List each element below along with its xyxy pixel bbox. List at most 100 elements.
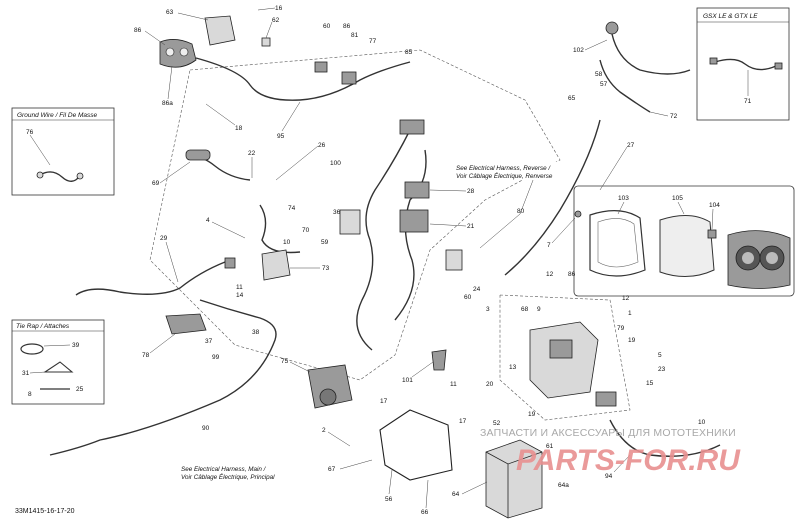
module-78 (165, 313, 207, 335)
callout-23: 23 (658, 366, 666, 373)
callout-24: 24 (473, 286, 481, 293)
callout-86-b: 86 (343, 23, 351, 30)
callout-31: 31 (22, 370, 30, 377)
bracket-assembly: 12 86 9 12 1 68 3 79 19 5 23 15 13 19 20… (450, 271, 666, 427)
callout-81: 81 (351, 32, 359, 39)
callout-2: 2 (322, 427, 326, 434)
callout-64a: 64a (558, 482, 569, 489)
callout-4: 4 (206, 217, 210, 224)
module-box: 64 61 64a 10 94 (452, 419, 721, 519)
note-main-line1: See Electrical Harness, Main / (181, 466, 267, 473)
actuator-15 (595, 391, 617, 407)
callout-59: 59 (321, 239, 329, 246)
note-reverse-line2: Voir Câblage Électrique, Renverse (456, 171, 553, 180)
callout-25: 25 (76, 386, 84, 393)
harness-connector-top (399, 119, 425, 135)
inset-model: GSX LE & GTX LE 71 (696, 7, 790, 121)
callout-62: 62 (272, 17, 280, 24)
callout-10-b: 10 (698, 419, 706, 426)
inset-model-title: GSX LE & GTX LE (703, 13, 758, 20)
harness-71 (714, 58, 777, 71)
callout-63: 63 (166, 9, 174, 16)
switch-cover-63 (204, 15, 236, 46)
socket-102 (605, 21, 619, 35)
callout-79: 79 (617, 325, 625, 332)
bracket-79 (529, 321, 599, 399)
inset-tie-rap-frame (11, 319, 105, 405)
callout-61: 61 (546, 443, 554, 450)
callout-8: 8 (28, 391, 32, 398)
callout-37: 37 (205, 338, 213, 345)
callout-75: 75 (281, 358, 289, 365)
callout-29: 29 (160, 235, 168, 242)
callout-17: 17 (380, 398, 388, 405)
callout-67: 67 (328, 466, 336, 473)
callout-13: 13 (509, 364, 517, 371)
note-main: See Electrical Harness, Main / Voir Câbl… (181, 466, 275, 481)
callout-85: 85 (405, 49, 413, 56)
bracket-66 (379, 409, 453, 481)
inset-gauge-cluster: 103 105 104 (573, 185, 795, 297)
callout-101: 101 (402, 377, 413, 384)
top-right-harness: 102 58 65 57 72 27 7 (504, 21, 691, 276)
callout-19: 19 (628, 337, 636, 344)
lower-center-parts: 75 17 2 67 56 66 (281, 358, 453, 516)
callout-58: 58 (595, 71, 603, 78)
callout-10: 10 (283, 239, 291, 246)
callout-28: 28 (467, 188, 475, 195)
note-main-line2: Voir Câblage Électrique, Principal (181, 472, 275, 481)
callout-103: 103 (618, 195, 629, 202)
callout-21: 21 (467, 223, 475, 230)
callout-94: 94 (605, 473, 613, 480)
callout-105: 105 (672, 195, 683, 202)
inset-ground-wire: Ground Wire / Fil De Masse 76 (11, 107, 115, 196)
inset-ground-wire-frame (11, 107, 115, 196)
callout-12: 12 (546, 271, 554, 278)
bezel-103 (589, 210, 646, 277)
sensor-wire-74 (259, 204, 301, 254)
watermark: ЗАПЧАСТИ И АКСЕССУАРЫ ДЛЯ МОТОТЕХНИКИ PA… (480, 427, 741, 477)
connector-104 (707, 229, 717, 239)
callout-11-b: 11 (450, 381, 457, 388)
harness-29 (75, 261, 226, 296)
callout-27: 27 (627, 142, 635, 149)
callout-86a: 86a (162, 100, 173, 107)
left-middle-parts: 69 22 26 100 74 70 4 10 59 73 (152, 142, 341, 281)
callout-68: 68 (521, 306, 529, 313)
callout-104: 104 (709, 202, 720, 209)
callout-19-b: 19 (528, 411, 536, 418)
callout-65: 65 (568, 95, 576, 102)
callout-26: 26 (318, 142, 326, 149)
callout-77: 77 (369, 38, 377, 45)
switch-assembly: 63 16 86 86a 62 60 86 81 77 85 95 18 (134, 5, 413, 140)
callout-64: 64 (452, 491, 460, 498)
callout-16: 16 (275, 5, 283, 12)
callout-99: 99 (212, 354, 220, 361)
callout-78: 78 (142, 352, 150, 359)
callout-1: 1 (628, 310, 632, 317)
callout-12-b: 12 (622, 295, 630, 302)
tie-rap-39 (20, 343, 44, 355)
left-harness: 29 11 14 38 78 37 99 90 (49, 235, 277, 456)
callout-3: 3 (486, 306, 490, 313)
watermark-line1: ЗАПЧАСТИ И АКСЕССУАРЫ ДЛЯ МОТОТЕХНИКИ (480, 427, 736, 439)
fuse-box-28 (404, 181, 430, 199)
central-harness: 28 21 36 80 24 60 101 (333, 119, 536, 384)
note-reverse-line1: See Electrical Harness, Reverse / (456, 165, 551, 172)
callout-57: 57 (600, 81, 608, 88)
inset-tie-rap-title: Tie Rap / Attaches (16, 323, 70, 330)
document-id: 33M1415-16-17-20 (15, 508, 75, 515)
callout-11: 11 (236, 284, 243, 291)
callout-73: 73 (322, 265, 330, 272)
callout-71: 71 (744, 98, 752, 105)
ground-wire-part (39, 171, 81, 182)
callout-22: 22 (248, 150, 256, 157)
callout-76: 76 (26, 129, 34, 136)
callout-9: 9 (537, 306, 541, 313)
module-36 (339, 209, 361, 235)
callout-5: 5 (658, 352, 662, 359)
wire-27 (504, 119, 601, 276)
callout-20: 20 (486, 381, 494, 388)
callout-60-b: 60 (464, 294, 472, 301)
